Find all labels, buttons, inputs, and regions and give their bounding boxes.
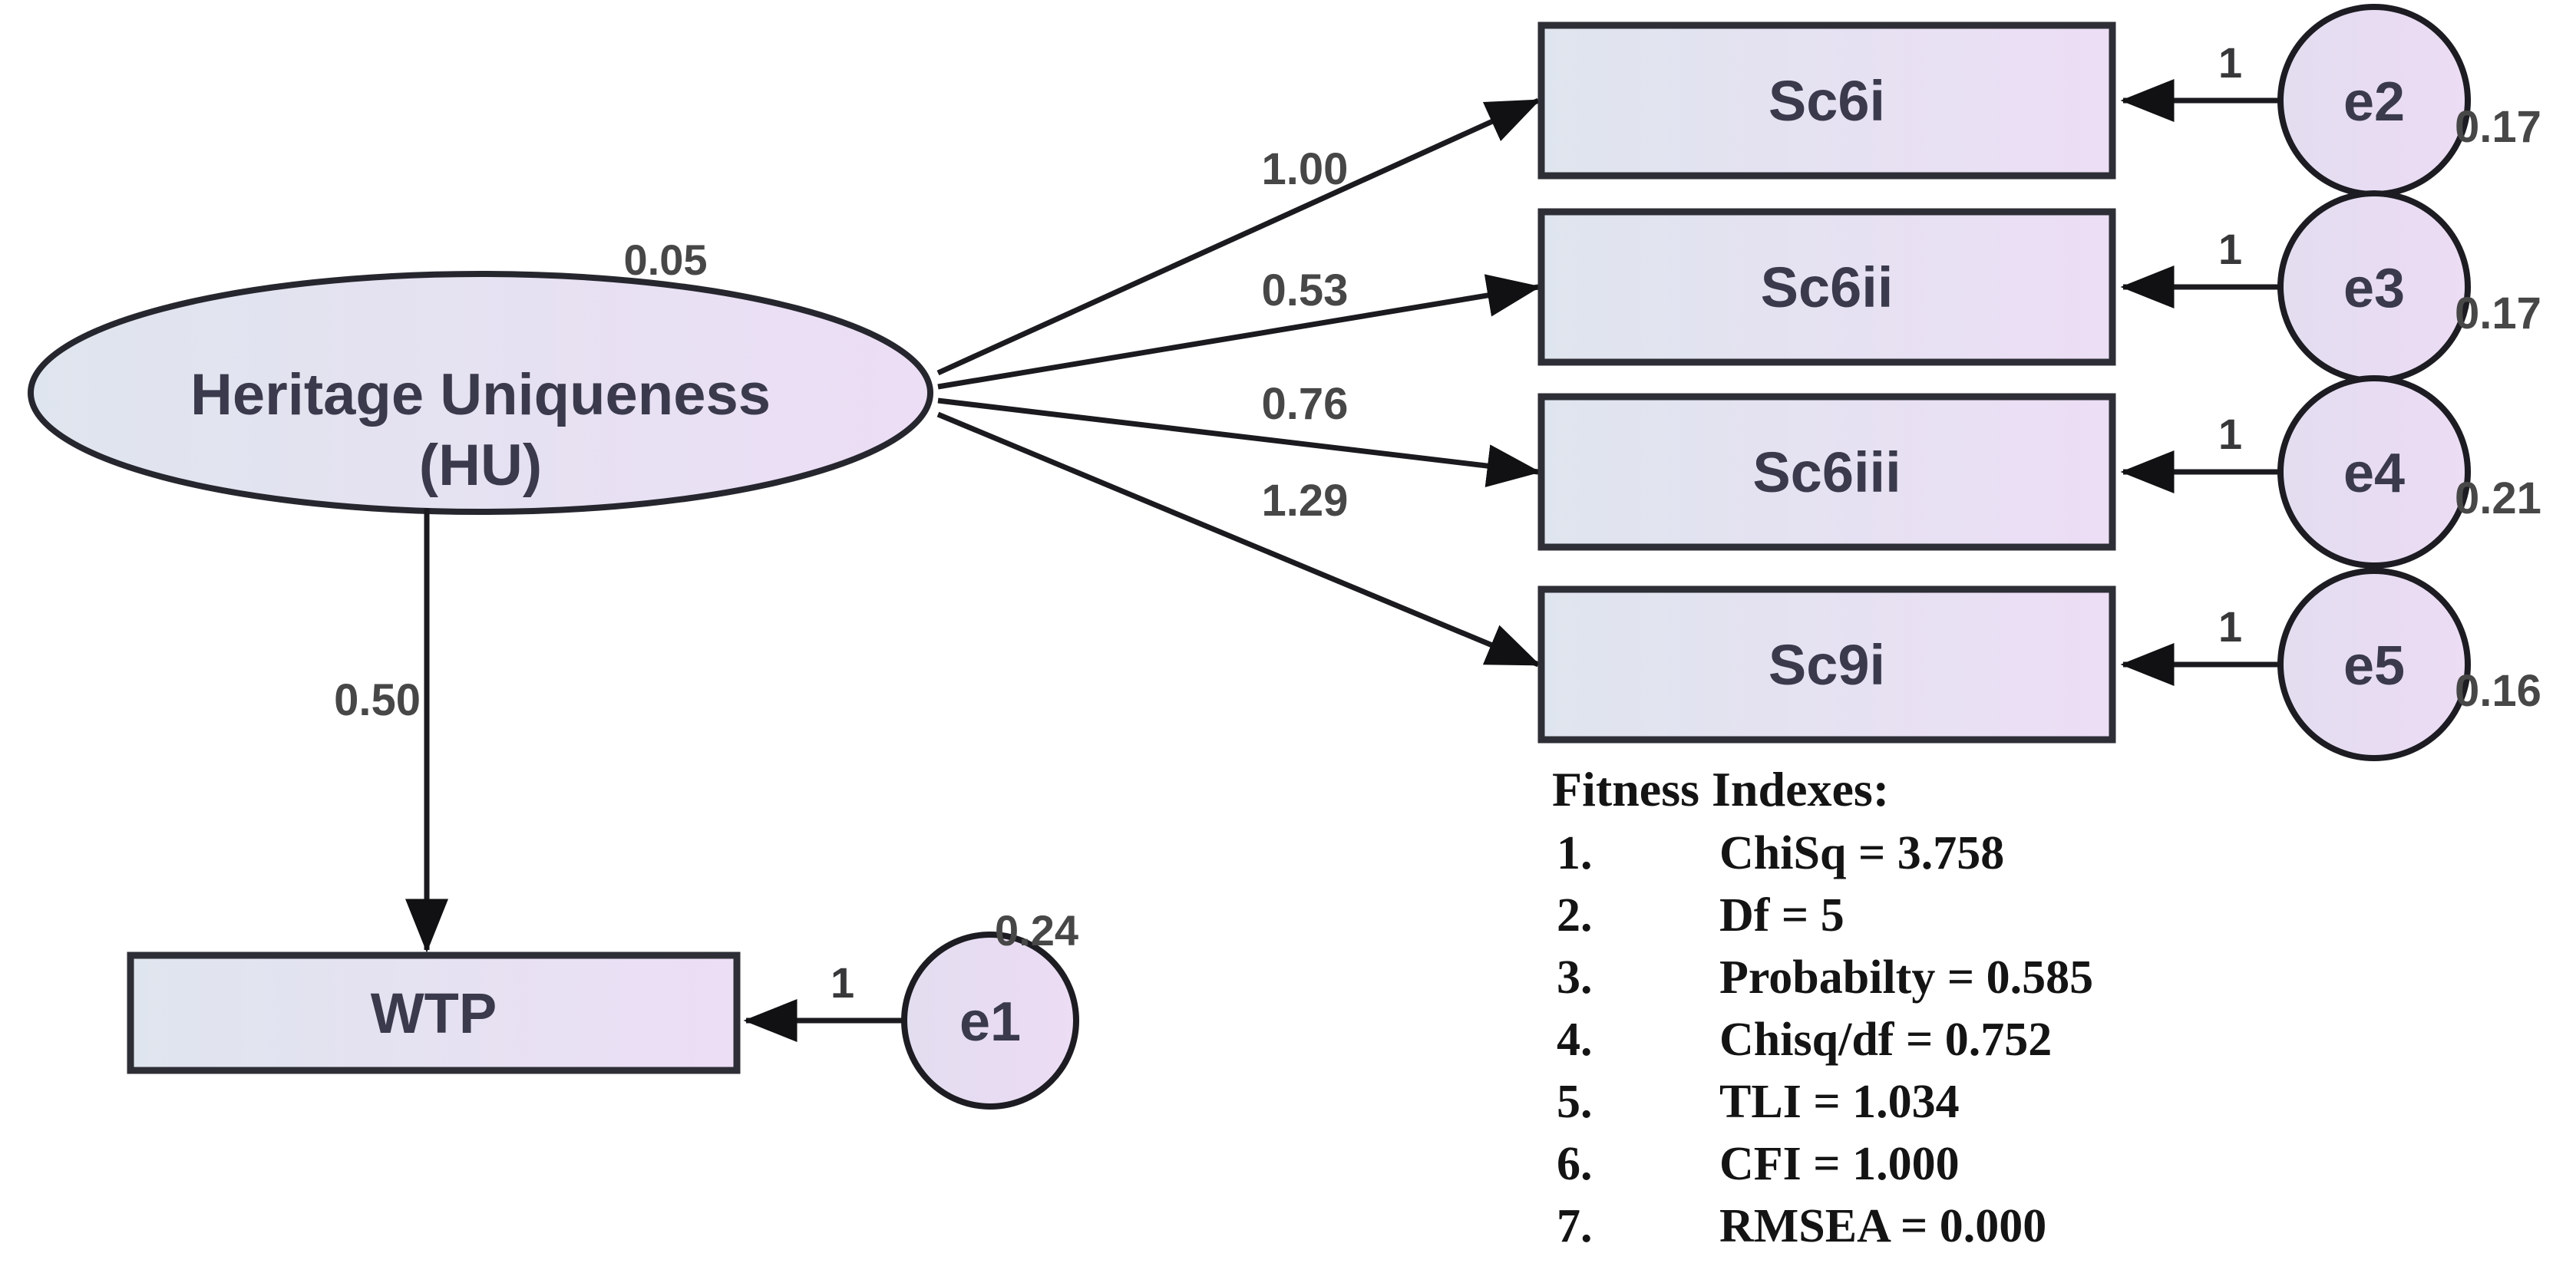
weight-label-e4: 1 bbox=[2218, 410, 2242, 458]
fitness-item-text: CFI = 1.000 bbox=[1719, 1138, 1960, 1190]
weight-label-e3: 1 bbox=[2218, 225, 2242, 273]
fitness-item-text: TLI = 1.034 bbox=[1719, 1076, 1960, 1128]
indicator-rect-sc9i bbox=[1537, 585, 2116, 744]
fitness-item-text: Probabilty = 0.585 bbox=[1719, 951, 2093, 1004]
weight-label-e2: 1 bbox=[2218, 38, 2242, 87]
error-variance-e5: 0.16 bbox=[2455, 666, 2541, 716]
error-variance-e3: 0.17 bbox=[2455, 289, 2541, 338]
fitness-item-num: 4. bbox=[1557, 1014, 1593, 1066]
latent-variance-label: 0.05 bbox=[624, 236, 708, 284]
fitness-item-text: RMSEA = 0.000 bbox=[1719, 1200, 2046, 1252]
error-label-e1: e1 bbox=[959, 991, 1021, 1053]
indicator-rect-sc6i bbox=[1537, 21, 2116, 180]
fitness-item-num: 1. bbox=[1557, 827, 1593, 879]
loading-path-sc6i bbox=[936, 97, 1541, 376]
latent-label-line2: (HU) bbox=[419, 433, 542, 498]
indicator-label-sc6ii: Sc6ii bbox=[1761, 256, 1894, 319]
indicator-label-sc6iii: Sc6iii bbox=[1752, 440, 1901, 504]
fitness-item-text: Chisq/df = 0.752 bbox=[1719, 1014, 2052, 1066]
path-coefficient-wtp: 0.50 bbox=[334, 675, 421, 725]
loading-label-sc6ii: 0.53 bbox=[1262, 265, 1349, 315]
fitness-item-text: ChiSq = 3.758 bbox=[1719, 827, 2004, 879]
fitness-item-num: 5. bbox=[1557, 1076, 1593, 1128]
indicator-label-sc6i: Sc6i bbox=[1769, 69, 1885, 133]
error-label-e3: e3 bbox=[2343, 258, 2405, 319]
fitness-item-num: 2. bbox=[1557, 889, 1593, 942]
fitness-item-num: 7. bbox=[1557, 1200, 1593, 1252]
indicator-rect-sc6ii bbox=[1537, 208, 2116, 366]
loading-label-sc9i: 1.29 bbox=[1262, 476, 1349, 526]
error-variance-e4: 0.21 bbox=[2455, 473, 2541, 523]
fitness-item-num: 6. bbox=[1557, 1138, 1593, 1190]
error-label-e2: e2 bbox=[2343, 71, 2405, 133]
weight-label-e1: 1 bbox=[831, 958, 854, 1007]
loading-label-sc6iii: 0.76 bbox=[1262, 379, 1349, 429]
loading-label-sc6i: 1.00 bbox=[1262, 144, 1349, 194]
fitness-item-num: 3. bbox=[1557, 951, 1593, 1004]
loading-path-sc6iii bbox=[937, 397, 1541, 487]
outcome-rect-wtp bbox=[127, 951, 741, 1074]
outcome-label: WTP bbox=[371, 981, 497, 1045]
error-variance-e2: 0.17 bbox=[2455, 102, 2541, 152]
error-variance-e1: 0.24 bbox=[995, 906, 1078, 955]
indicator-rect-sc6iii bbox=[1537, 393, 2116, 551]
weight-label-e5: 1 bbox=[2218, 602, 2242, 651]
indicator-label-sc9i: Sc9i bbox=[1769, 633, 1885, 697]
loading-path-sc9i bbox=[936, 411, 1541, 668]
latent-label-line1: Heritage Uniqueness bbox=[190, 362, 771, 427]
latent-ellipse-heritage-uniqueness bbox=[28, 271, 933, 515]
loading-path-sc6ii bbox=[937, 274, 1541, 390]
error-label-e4: e4 bbox=[2343, 443, 2405, 504]
fitness-title: Fitness Indexes: bbox=[1552, 762, 1889, 816]
fitness-item-text: Df = 5 bbox=[1719, 889, 1844, 942]
error-label-e5: e5 bbox=[2343, 635, 2405, 697]
